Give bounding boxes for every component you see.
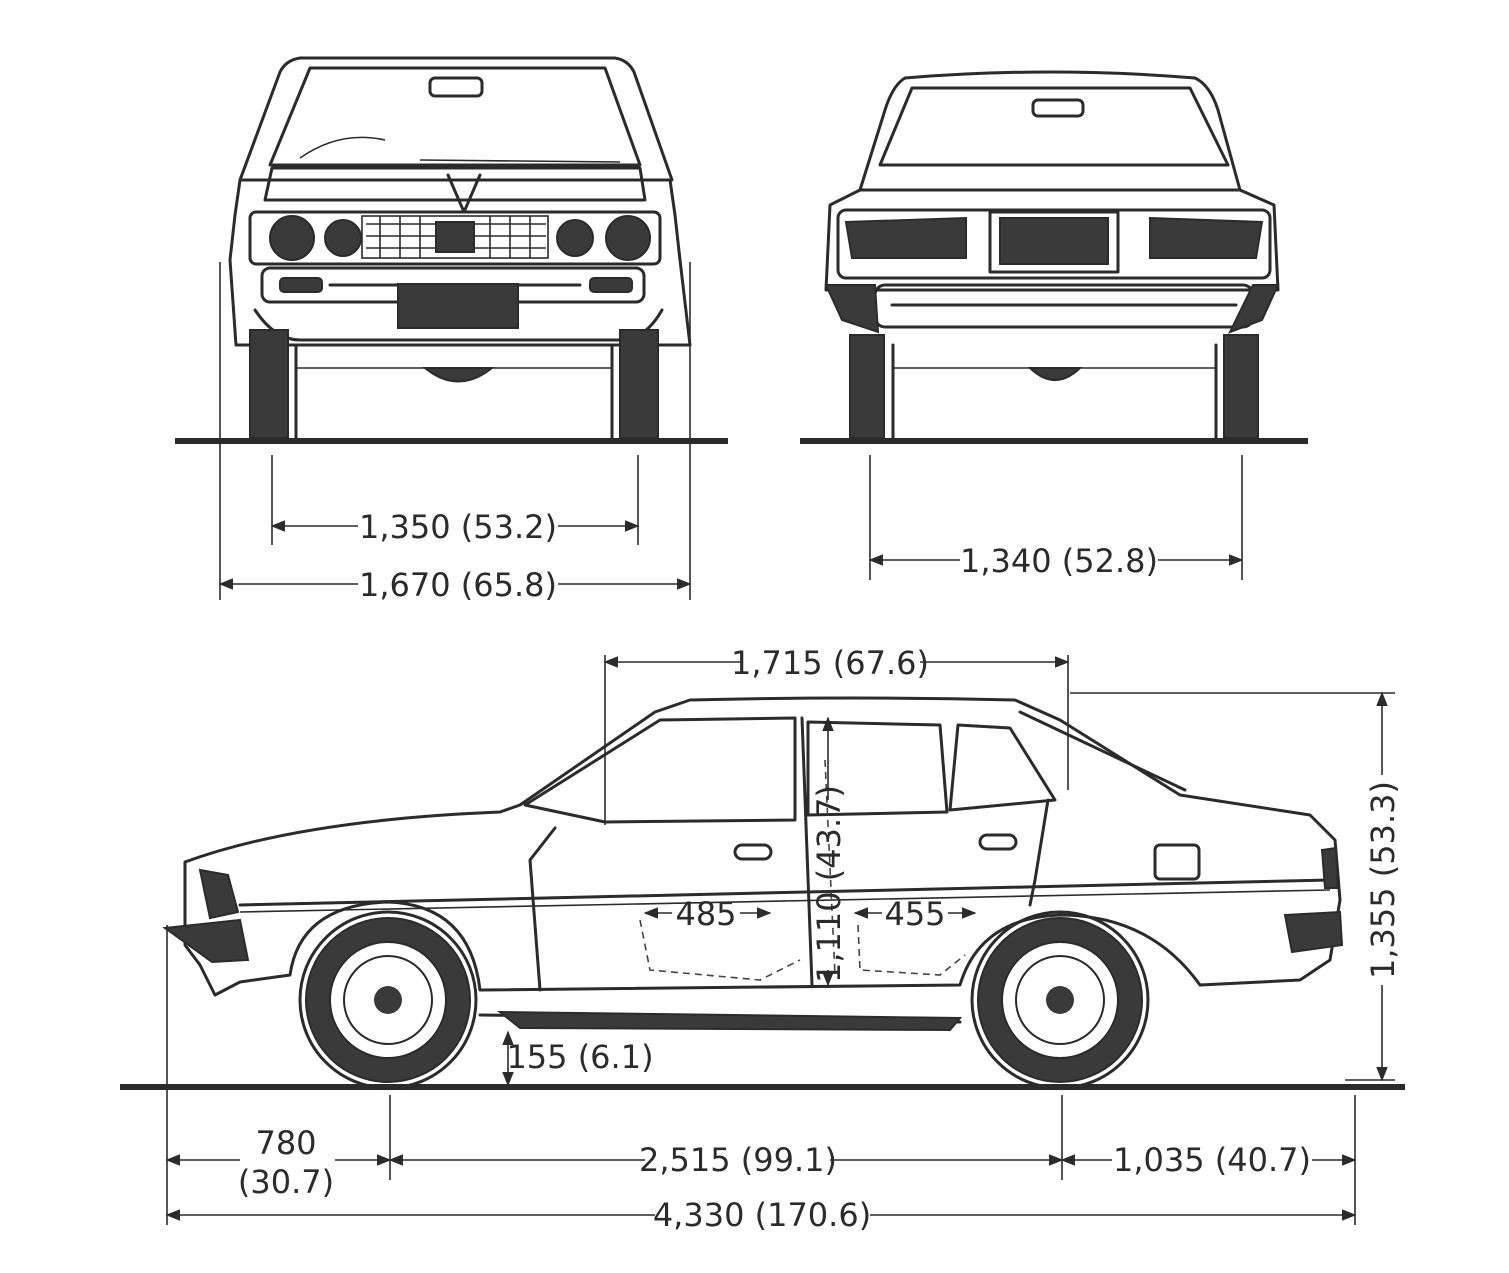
front-view	[175, 56, 728, 444]
front-legroom-label: 485	[675, 895, 736, 933]
overall-width-label: 1,670 (65.8)	[359, 566, 557, 604]
dimension-lines	[165, 262, 1395, 1225]
rear-overhang-label: 1,035 (40.7)	[1113, 1141, 1311, 1179]
roof-span-label: 1,715 (67.6)	[731, 644, 929, 682]
front-overhang-in-label: (30.7)	[238, 1163, 334, 1201]
rear-track-label: 1,340 (52.8)	[960, 542, 1158, 580]
overall-length-label: 4,330 (170.6)	[653, 1196, 871, 1234]
interior-height-label: 1,110 (43.7)	[810, 785, 848, 983]
rear-view	[800, 70, 1308, 444]
front-track-label: 1,350 (53.2)	[359, 508, 557, 546]
rear-legroom-label: 455	[884, 895, 945, 933]
side-view	[120, 696, 1405, 1090]
ground-clearance-label: 155 (6.1)	[506, 1038, 653, 1076]
dimension-labels: 1,350 (53.2) 1,670 (65.8) 1,340 (52.8) 1…	[238, 508, 1402, 1234]
front-overhang-mm-label: 780	[255, 1124, 316, 1162]
wheelbase-label: 2,515 (99.1)	[639, 1141, 837, 1179]
overall-height-label: 1,355 (53.3)	[1364, 781, 1402, 979]
